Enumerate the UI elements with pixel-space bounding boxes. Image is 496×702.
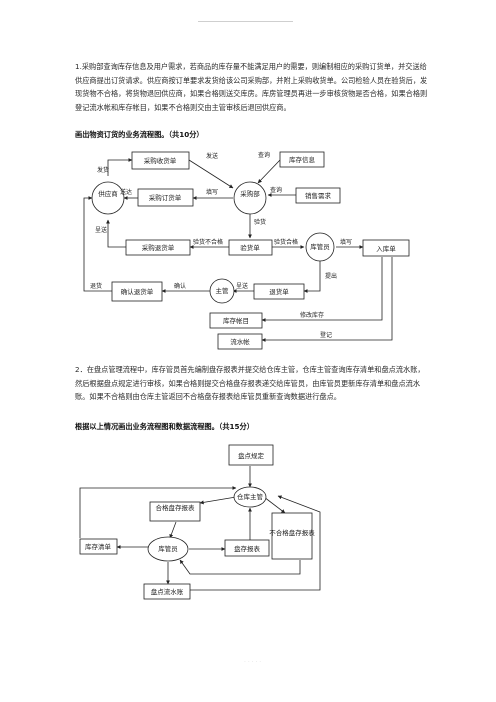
journal-doc (217, 333, 263, 350)
unqualified-report-doc (271, 512, 313, 560)
qualified-report-label: 合格盘存报表 (156, 503, 196, 512)
order-slip-doc (137, 188, 194, 207)
warehouse-keeper-label: 库管员 (310, 242, 330, 251)
supervisor-label: 主管 (216, 286, 230, 295)
supplier-label: 供应商 (98, 189, 118, 198)
return-slip2-label: 退货单 (269, 287, 289, 296)
return-slip-doc (125, 239, 191, 256)
return-slip2-doc (253, 283, 305, 300)
unqualified-report-label: 不合格盘存报表 (269, 528, 315, 537)
receipt-slip-label: 采购收货单 (144, 156, 177, 165)
journal2-doc (143, 583, 191, 600)
purchase-dept-entity (233, 181, 267, 215)
q1-text: 1.采购部查询库存信息及用户需求，若商品的库存量不能满足用户的需要，则编制相应的… (75, 62, 428, 112)
inventory-info-label: 库存信息 (289, 155, 316, 164)
label-fail: 验货不合格 (193, 238, 223, 246)
stock-ledger-label: 库存帐目 (223, 316, 249, 325)
warehouse-keeper-entity (305, 232, 335, 262)
supplier-entity (91, 181, 125, 215)
manager-label: 仓库主管 (237, 492, 264, 501)
label-submit: 呈送 (95, 226, 107, 234)
sales-demand-doc (295, 187, 341, 204)
sales-demand-label: 销售需求 (305, 191, 332, 200)
keeper-entity (147, 536, 189, 562)
label-confirm: 确认 (174, 282, 186, 290)
return-slip-label: 采购退货单 (142, 243, 175, 252)
purchase-dept-label: 采购部 (240, 189, 260, 198)
label-send: 发送 (206, 152, 218, 160)
supervisor-entity (209, 278, 235, 304)
inbound-slip-label: 入库单 (376, 244, 396, 253)
order-slip-label: 采购订货单 (149, 193, 182, 202)
label-register: 登记 (320, 331, 332, 339)
label-reject: 提出 (325, 272, 337, 280)
stock-ledger-doc (209, 312, 263, 329)
rules-label: 盘点规定 (238, 451, 265, 460)
q2-text: 2．在盘点管理流程中，库存管员首先编制盘存报表并提交给仓库主管，仓库主管查询库存… (75, 365, 425, 401)
page-footer: · · · · · (244, 659, 262, 666)
journal-label: 流水帐 (230, 337, 250, 346)
label-return: 退货 (90, 282, 102, 290)
label-deliver2: 呈送 (236, 282, 248, 290)
q2-heading: 根据以上情况画出业务流程图和数据流程图。（共15分） (75, 422, 254, 431)
inspection-slip-label: 验货单 (240, 243, 260, 252)
label-ship: 发货 (97, 166, 109, 174)
qualified-report-doc (149, 501, 201, 522)
q1-heading: 画出物资订货的业务流程图。（共10分） (75, 130, 204, 139)
stock-list-label: 库存清单 (85, 542, 112, 551)
label-inspect: 验货 (254, 218, 266, 226)
keeper-label: 库管员 (158, 544, 178, 553)
inspection-slip-doc (228, 239, 273, 256)
confirm-return-label: 确认退货单 (121, 287, 154, 296)
label-fill: 填写 (206, 188, 218, 196)
inventory-info-store (279, 151, 325, 168)
label-pass: 验货合格 (274, 238, 298, 246)
header-rule (198, 21, 293, 22)
label-query: 查询 (258, 151, 270, 159)
label-modify: 修改库存 (300, 311, 324, 319)
inventory-report-doc (224, 539, 270, 557)
label-fill2: 填写 (340, 238, 352, 246)
inventory-report-label: 盘存报表 (234, 544, 261, 553)
confirm-return-doc (111, 281, 163, 302)
label-query2: 查询 (270, 186, 282, 194)
rules-doc (228, 444, 274, 466)
label-deliver: 送达 (120, 188, 132, 196)
receipt-slip-doc (131, 151, 190, 170)
journal2-label: 盘点流水账 (151, 587, 184, 596)
inbound-slip-doc (362, 239, 410, 257)
stock-list-doc (79, 538, 118, 555)
manager-entity (233, 486, 267, 508)
